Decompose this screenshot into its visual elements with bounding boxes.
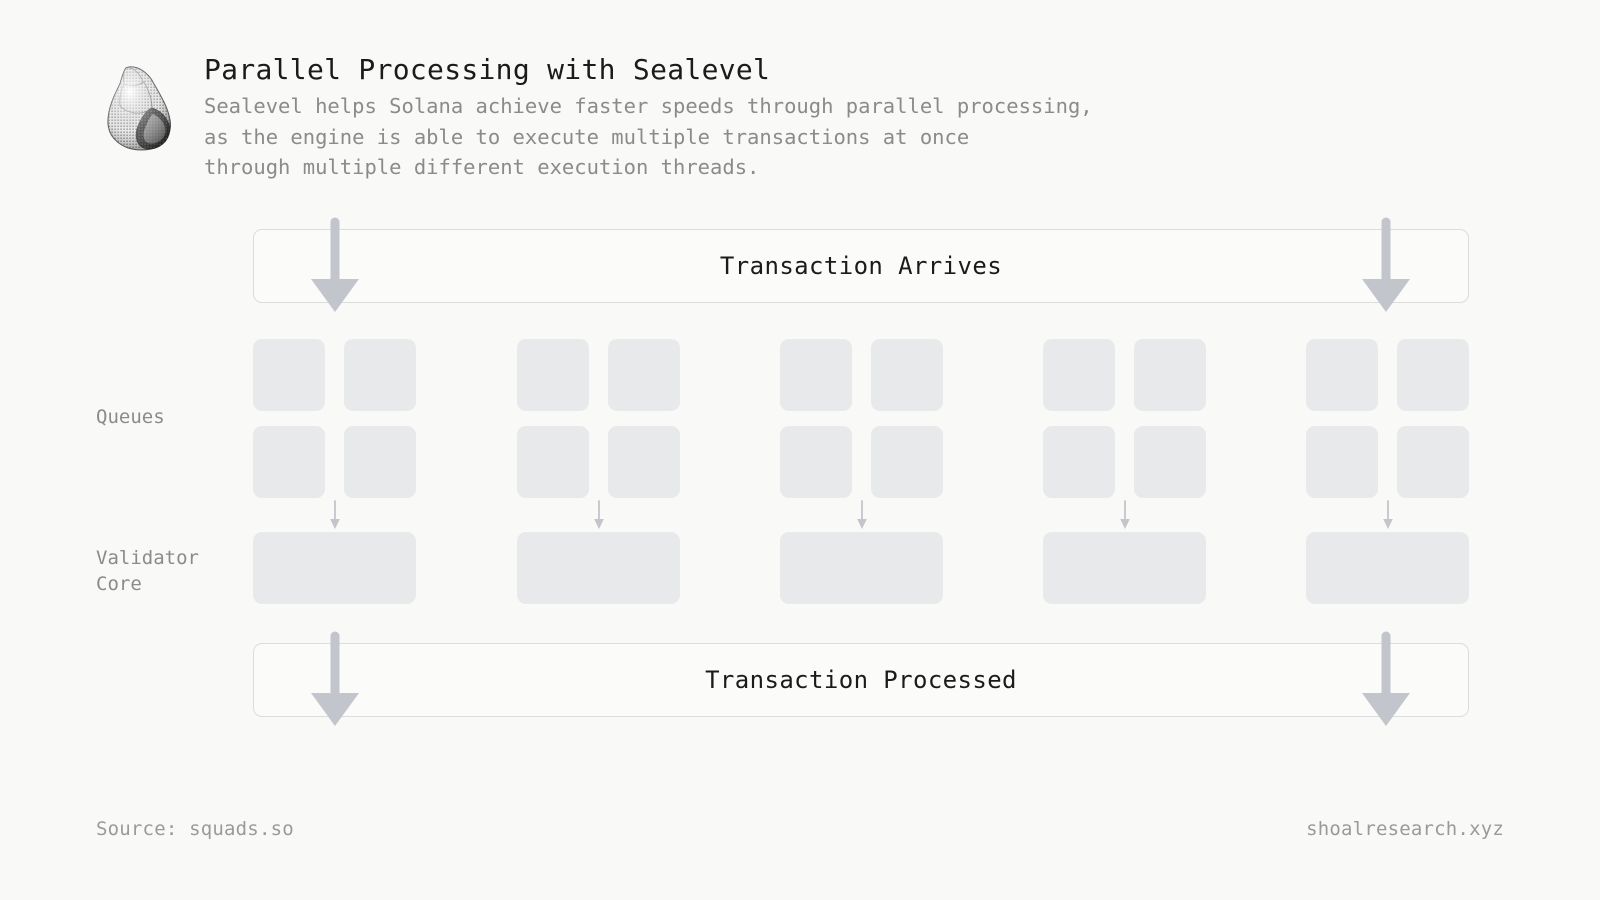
header-text-block: Parallel Processing with Sealevel Sealev… (204, 44, 1093, 183)
bottom-arrow-right-icon (1359, 631, 1413, 733)
queue-cell (517, 339, 589, 411)
queue-cell (1397, 426, 1469, 498)
queue-grid (780, 339, 943, 498)
top-arrow-left-icon (308, 217, 362, 319)
queue-cell (253, 426, 325, 498)
lane-down-arrow-icon (517, 498, 680, 532)
queue-grid (1043, 339, 1206, 498)
transaction-arrives-band: Transaction Arrives (253, 229, 1469, 303)
validator-core-box (1043, 532, 1206, 604)
lane-down-arrow-icon (1306, 498, 1469, 532)
snail-shell-halftone-icon (96, 62, 182, 154)
queue-cell (1397, 339, 1469, 411)
queue-lane (780, 339, 943, 604)
footer-source: Source: squads.so (96, 818, 294, 840)
validator-core-box (517, 532, 680, 604)
lane-down-arrow-icon (780, 498, 943, 532)
transaction-arrives-label: Transaction Arrives (719, 252, 1003, 280)
queue-cell (1306, 339, 1378, 411)
lane-down-arrow-icon (253, 498, 416, 532)
validator-core-box (780, 532, 943, 604)
queue-cell (517, 426, 589, 498)
transaction-processed-label: Transaction Processed (705, 666, 1017, 694)
queue-lane (1043, 339, 1206, 604)
queue-cell (1043, 339, 1115, 411)
queue-cell (780, 426, 852, 498)
transaction-processed-band: Transaction Processed (253, 643, 1469, 717)
queue-cell (253, 339, 325, 411)
queue-cell (780, 339, 852, 411)
queue-cell (871, 339, 943, 411)
queue-grid (517, 339, 680, 498)
row-label-queues: Queues (96, 406, 165, 428)
queue-cell (344, 426, 416, 498)
queue-cell (871, 426, 943, 498)
footer-site: shoalresearch.xyz (1306, 818, 1504, 840)
queue-cell (1134, 426, 1206, 498)
validator-core-box (253, 532, 416, 604)
queue-grid (253, 339, 416, 498)
queue-lane (517, 339, 680, 604)
row-label-validator-core: Validator Core (96, 547, 199, 596)
header: Parallel Processing with Sealevel Sealev… (96, 44, 1496, 183)
queue-grid (1306, 339, 1469, 498)
queue-cell (1134, 339, 1206, 411)
lane-down-arrow-icon (1043, 498, 1206, 532)
page-subtitle: Sealevel helps Solana achieve faster spe… (204, 94, 1093, 180)
validator-core-box (1306, 532, 1469, 604)
queue-cell (608, 339, 680, 411)
queue-lane (253, 339, 416, 604)
queue-cell (344, 339, 416, 411)
queue-cell (1043, 426, 1115, 498)
queue-lane (1306, 339, 1469, 604)
top-arrow-right-icon (1359, 217, 1413, 319)
queue-cell (608, 426, 680, 498)
page-title: Parallel Processing with Sealevel (204, 53, 771, 86)
bottom-arrow-left-icon (308, 631, 362, 733)
queue-cell (1306, 426, 1378, 498)
